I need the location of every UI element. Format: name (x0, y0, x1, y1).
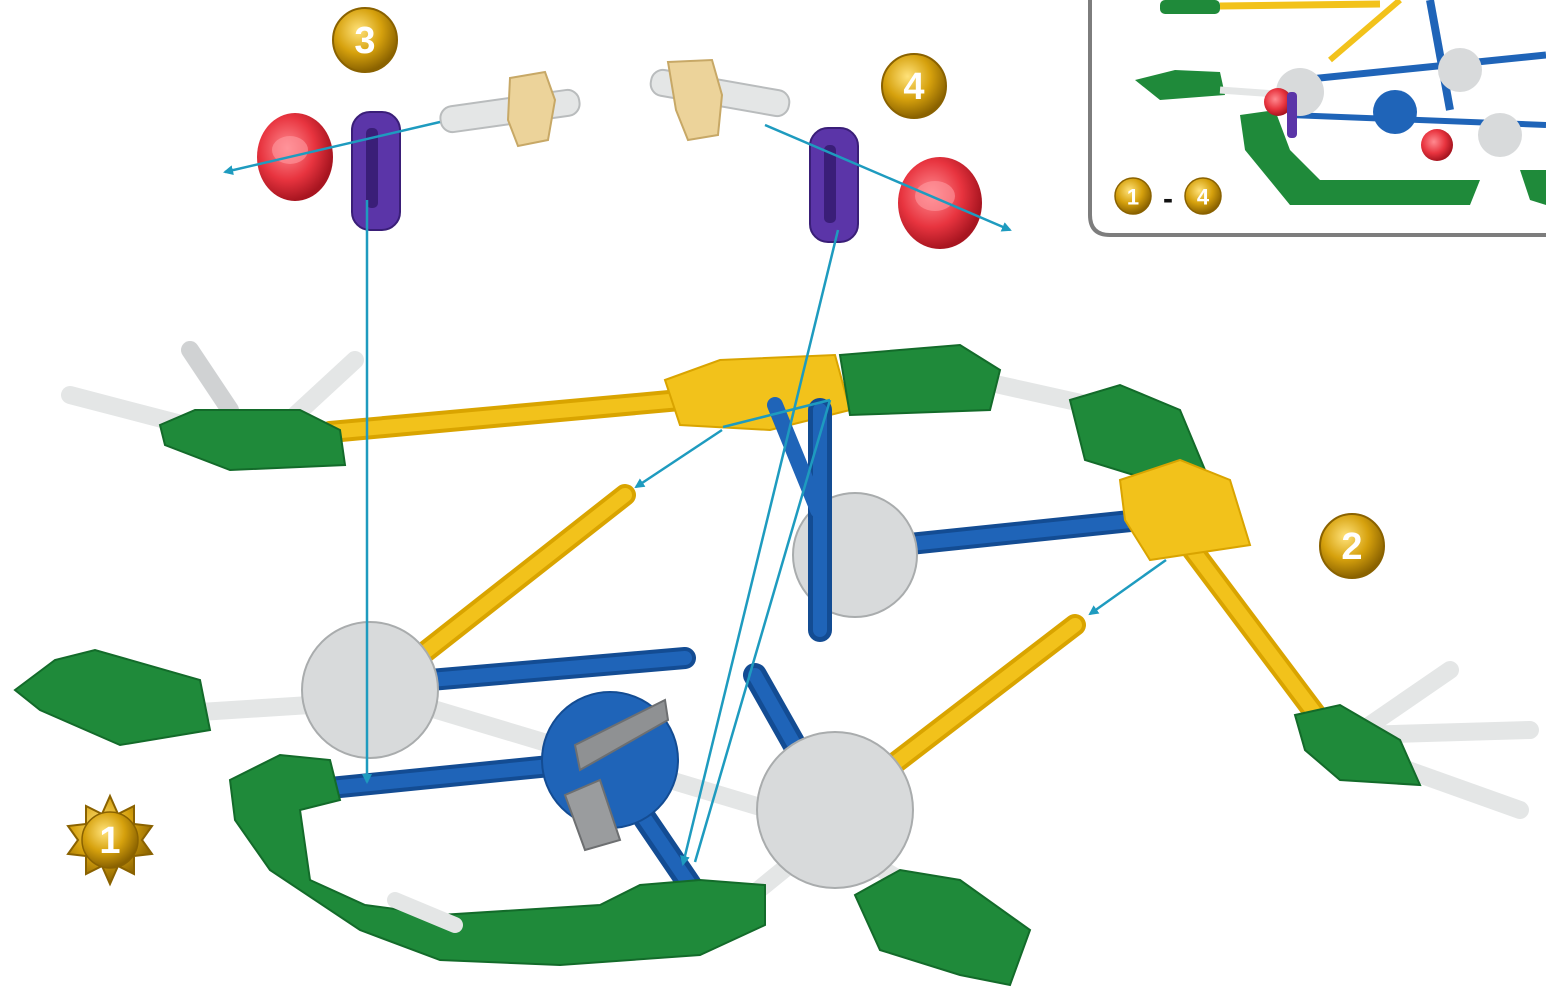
step-4-label: 4 (903, 66, 924, 108)
green-base-frame (228, 753, 766, 967)
inset-thumbnail (1135, 0, 1546, 205)
step-1-label: 1 (99, 820, 120, 862)
white-rod-upper-left (61, 386, 194, 434)
yellow-connector-right (1118, 458, 1252, 562)
inset-range-start-label: 1 (1127, 185, 1139, 210)
step-badge-4: 4 (881, 53, 947, 119)
step3-parts (257, 70, 581, 231)
step-2-label: 2 (1341, 526, 1362, 568)
inset-range-separator: - (1163, 183, 1173, 216)
green-connector-lower-left (13, 648, 212, 747)
tan-connector-left (506, 70, 557, 148)
green-connector-top (838, 343, 1002, 417)
inset-range-start-badge: 1 (1114, 177, 1152, 215)
step4-parts (649, 58, 982, 249)
green-connector-upper-left (158, 409, 347, 472)
step-badge-1-sunburst: 1 (66, 793, 154, 887)
purple-clip-left (351, 111, 401, 231)
purple-clip-right (809, 127, 859, 243)
step-3-label: 3 (354, 20, 375, 62)
inset-step-range: 1 - 4 (1114, 177, 1222, 216)
tan-connector-right (666, 58, 724, 142)
grey-part-bottom (563, 778, 622, 852)
main-frame (13, 341, 1539, 987)
arrow-step2-left (634, 428, 723, 489)
arrow-step4-ball-out (764, 123, 1012, 232)
green-connector-lower-right (1293, 703, 1422, 787)
arrow-step3-ball-out (223, 120, 441, 176)
inset-panel: 1 - 4 (1088, 0, 1546, 237)
red-ball-right (898, 157, 982, 249)
arrow-step4-clip-down (680, 229, 840, 866)
white-rod-lower-left (191, 696, 319, 721)
step-badge-3: 3 (332, 7, 398, 73)
grey-part-top (573, 698, 670, 772)
white-hub-lower-left (301, 621, 439, 759)
white-hub-lower-right (756, 731, 914, 889)
green-connector-lower-middle (853, 868, 1032, 987)
step-badge-2: 2 (1319, 513, 1385, 579)
assembly-arrows (223, 120, 1167, 866)
inset-range-end-badge: 4 (1184, 177, 1222, 215)
arrow-step2-right (1088, 558, 1167, 616)
inset-range-end-label: 4 (1197, 185, 1210, 210)
arrow-guide-top (722, 398, 831, 429)
